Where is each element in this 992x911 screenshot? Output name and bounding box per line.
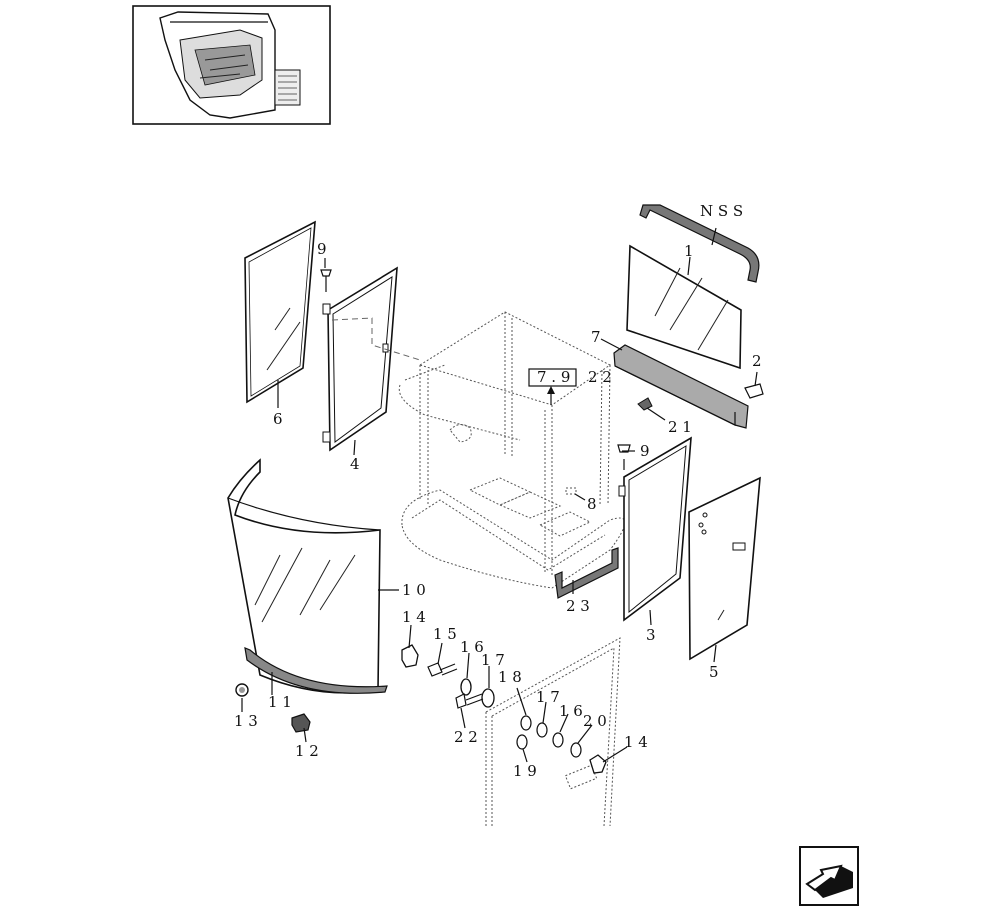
part-1-rear-glass: [626, 244, 742, 370]
part-6-side-glass: [244, 220, 316, 404]
label-6: 6: [273, 410, 283, 428]
label-12: 1 2: [295, 742, 319, 760]
label-20: 2 0: [583, 712, 607, 730]
label-9-right: 9: [640, 442, 650, 460]
label-ref: 7 . 9: [537, 368, 570, 386]
label-nss: N S S: [700, 202, 743, 220]
label-22-bottom: 2 2: [454, 728, 478, 746]
label-5: 5: [709, 663, 719, 681]
label-9-left: 9: [317, 240, 327, 258]
next-page-button[interactable]: [799, 846, 859, 906]
cab-overview-thumbnail-icon: [132, 5, 331, 125]
label-2: 2: [752, 352, 762, 370]
part-4-door-frame: [320, 266, 421, 452]
cab-frame: [398, 311, 626, 589]
label-7: 7: [591, 328, 601, 346]
label-10: 1 0: [402, 581, 426, 599]
part-7-bar: [613, 344, 749, 429]
part-11-seal-strip: [244, 647, 388, 694]
part-2-knob: [744, 383, 764, 399]
label-14-right: 1 4: [624, 733, 648, 751]
label-1: 1: [684, 242, 694, 260]
label-11: 1 1: [268, 693, 292, 711]
part-5-side-panel: [688, 476, 761, 661]
reference-box: [528, 368, 577, 387]
label-17-left: 1 7: [481, 651, 505, 669]
label-4: 4: [350, 455, 360, 473]
nss-handrail: [639, 204, 760, 283]
label-22-top: 2 2: [588, 368, 612, 386]
label-18: 1 8: [498, 668, 522, 686]
part-3-door-frame: [617, 436, 692, 622]
label-16-left: 1 6: [460, 638, 484, 656]
door-outline: [485, 637, 621, 827]
hinge-parts: [401, 644, 607, 774]
label-13: 1 3: [234, 712, 258, 730]
label-19: 1 9: [513, 762, 537, 780]
part-12-bracket: [291, 713, 311, 733]
callout-labels: N S S 1 7 2 7 . 9 2 2 2 1 9 8 9 6 4 1 0 …: [234, 202, 762, 780]
label-23: 2 3: [566, 597, 590, 615]
part-10-windscreen: [227, 458, 381, 694]
label-8: 8: [587, 495, 597, 513]
next-page-arrow-icon: [805, 864, 853, 898]
label-14-left: 1 4: [402, 608, 426, 626]
label-3: 3: [646, 626, 656, 644]
label-17-right: 1 7: [536, 688, 560, 706]
part-21-clip: [637, 397, 653, 411]
label-15: 1 5: [433, 625, 457, 643]
label-21: 2 1: [668, 418, 692, 436]
part-23-handle: [554, 547, 619, 599]
part-13-knob: [235, 683, 249, 697]
leader-lines: [241, 227, 758, 763]
label-16-right: 1 6: [559, 702, 583, 720]
